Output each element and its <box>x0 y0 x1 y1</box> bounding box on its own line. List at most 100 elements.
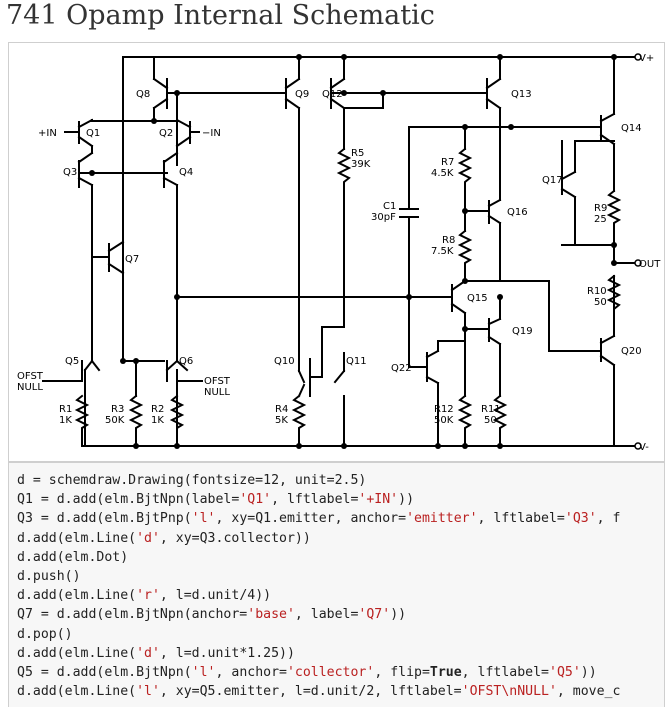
code-token: , anchor= <box>215 665 287 681</box>
code-token: 'l' <box>136 684 160 700</box>
code-token: 'Q7' <box>358 607 391 623</box>
label-Q1: Q1 <box>86 128 100 139</box>
label-vminus: V- <box>639 442 649 453</box>
code-token: 'Q3' <box>564 511 597 527</box>
label-Q4: Q4 <box>179 167 193 178</box>
label-R12-value: 50K <box>434 415 454 426</box>
code-token: 'base' <box>247 607 295 623</box>
code-token: 'Q1' <box>239 492 272 508</box>
code-line: Q3 = d.add(elm.BjtPnp('l', xy=Q1.emitter… <box>17 509 664 528</box>
label-Q15: Q15 <box>467 293 488 304</box>
label-Q16: Q16 <box>507 207 528 218</box>
page-title: 741 Opamp Internal Schematic <box>6 0 435 31</box>
label-R7-value: 4.5K <box>431 168 454 179</box>
code-line: d.add(elm.Line('d', l=d.unit*1.25)) <box>17 644 664 663</box>
code-token: Q7 = d.add(elm.BjtNpn(anchor= <box>17 607 248 623</box>
code-token: d.add(elm.Line( <box>17 684 137 700</box>
code-line: d.add(elm.Line('l', xy=Q5.emitter, l=d.u… <box>17 682 664 701</box>
code-line: Q1 = d.add(elm.BjtNpn(label='Q1', lftlab… <box>17 490 664 509</box>
label-R12: R12 <box>434 404 454 415</box>
label-R5: R5 <box>351 148 364 159</box>
label-ofst-2: OFST <box>204 376 231 387</box>
code-token: d = schemdraw.Drawing(fontsize=12, unit=… <box>17 473 367 488</box>
label-ofst-1: OFST <box>17 371 44 382</box>
code-token: , xy=Q3.collector)) <box>159 530 311 546</box>
code-token: d.push() <box>17 569 81 585</box>
code-token: 'Q5' <box>549 665 581 681</box>
label-Q22: Q22 <box>391 363 412 374</box>
code-token: , lftlabel= <box>461 665 549 681</box>
code-token: , lftlabel= <box>477 511 565 527</box>
label-Q7: Q7 <box>125 254 139 265</box>
code-token: 'emitter' <box>406 511 478 527</box>
label-R11-value: 50 <box>484 415 497 426</box>
code-line: Q5 = d.add(elm.BjtNpn('l', anchor='colle… <box>17 663 664 682</box>
label-Q17: Q17 <box>542 175 563 186</box>
code-line: d.add(elm.Dot) <box>17 548 664 567</box>
label-Q11: Q11 <box>346 356 367 367</box>
code-token: d.add(elm.Line( <box>17 588 137 604</box>
code-token: 'd' <box>136 530 160 546</box>
code-line: Q7 = d.add(elm.BjtNpn(anchor='base', lab… <box>17 605 664 624</box>
code-token: )) <box>580 665 597 681</box>
code-cell[interactable]: d = schemdraw.Drawing(fontsize=12, unit=… <box>8 462 665 707</box>
code-token: , lftlabel= <box>271 492 359 508</box>
label-Q3: Q3 <box>63 167 77 178</box>
code-token: 'd' <box>136 645 160 661</box>
label-R1-value: 1K <box>59 415 72 426</box>
label-R8: R8 <box>442 235 455 246</box>
code-token: , f <box>596 511 621 527</box>
code-token: , flip= <box>374 665 430 681</box>
label-R10: R10 <box>587 286 607 297</box>
code-token: , l=d.unit/4)) <box>159 588 272 604</box>
terminal-circles <box>634 53 642 450</box>
code-token: 'OFST\nNULL' <box>461 684 557 700</box>
junction-dots <box>89 54 617 449</box>
label-Q2: Q2 <box>159 128 173 139</box>
code-token: Q3 = d.add(elm.BjtPnp( <box>17 511 192 527</box>
label-Q13: Q13 <box>511 89 532 100</box>
label-R2: R2 <box>151 404 164 415</box>
label-R8-value: 7.5K <box>431 246 454 257</box>
label-R7: R7 <box>441 157 454 168</box>
label-Q14: Q14 <box>621 123 642 134</box>
code-token: , l=d.unit*1.25)) <box>159 645 295 661</box>
label-Q10: Q10 <box>274 356 295 367</box>
code-token: Q1 = d.add(elm.BjtNpn(label= <box>17 492 240 508</box>
code-token: True <box>429 665 462 681</box>
label-Q12: Q12 <box>322 89 343 100</box>
label-Q8: Q8 <box>136 89 150 100</box>
code-token: d.add(elm.Line( <box>17 530 137 546</box>
label-R3: R3 <box>111 404 124 415</box>
code-line: d.push() <box>17 567 664 586</box>
label-in-minus: −IN <box>202 128 221 139</box>
code-token: , label= <box>294 607 359 623</box>
label-out: OUT <box>639 259 661 270</box>
label-Q9: Q9 <box>295 89 309 100</box>
code-token: 'collector' <box>286 665 375 681</box>
code-token: )) <box>398 492 415 508</box>
label-R4: R4 <box>275 404 288 415</box>
label-R1: R1 <box>59 404 72 415</box>
code-token: '+IN' <box>358 492 399 508</box>
label-R3-value: 50K <box>105 415 125 426</box>
code-line: d = schemdraw.Drawing(fontsize=12, unit=… <box>17 471 664 490</box>
label-Q20: Q20 <box>621 346 642 357</box>
code-token: 'l' <box>191 511 216 527</box>
code-token: d.add(elm.Dot) <box>17 549 129 565</box>
code-token: , xy=Q5.emitter, l=d.unit/2, lftlabel= <box>159 684 462 700</box>
label-null-2: NULL <box>204 387 230 398</box>
label-Q6: Q6 <box>179 356 193 367</box>
code-token: 'r' <box>136 588 160 604</box>
label-R5-value: 39K <box>351 159 371 170</box>
label-R4-value: 5K <box>275 415 288 426</box>
code-token: d.pop() <box>17 626 73 642</box>
label-C1: C1 <box>383 201 396 212</box>
schematic-wires <box>42 56 639 447</box>
code-token: 'l' <box>191 665 216 681</box>
label-R10-value: 50 <box>594 297 607 308</box>
label-R2-value: 1K <box>151 415 164 426</box>
code-token: , xy=Q1.emitter, anchor= <box>215 511 407 527</box>
label-C1-value: 30pF <box>371 212 396 223</box>
code-token: Q5 = d.add(elm.BjtNpn( <box>17 665 192 681</box>
